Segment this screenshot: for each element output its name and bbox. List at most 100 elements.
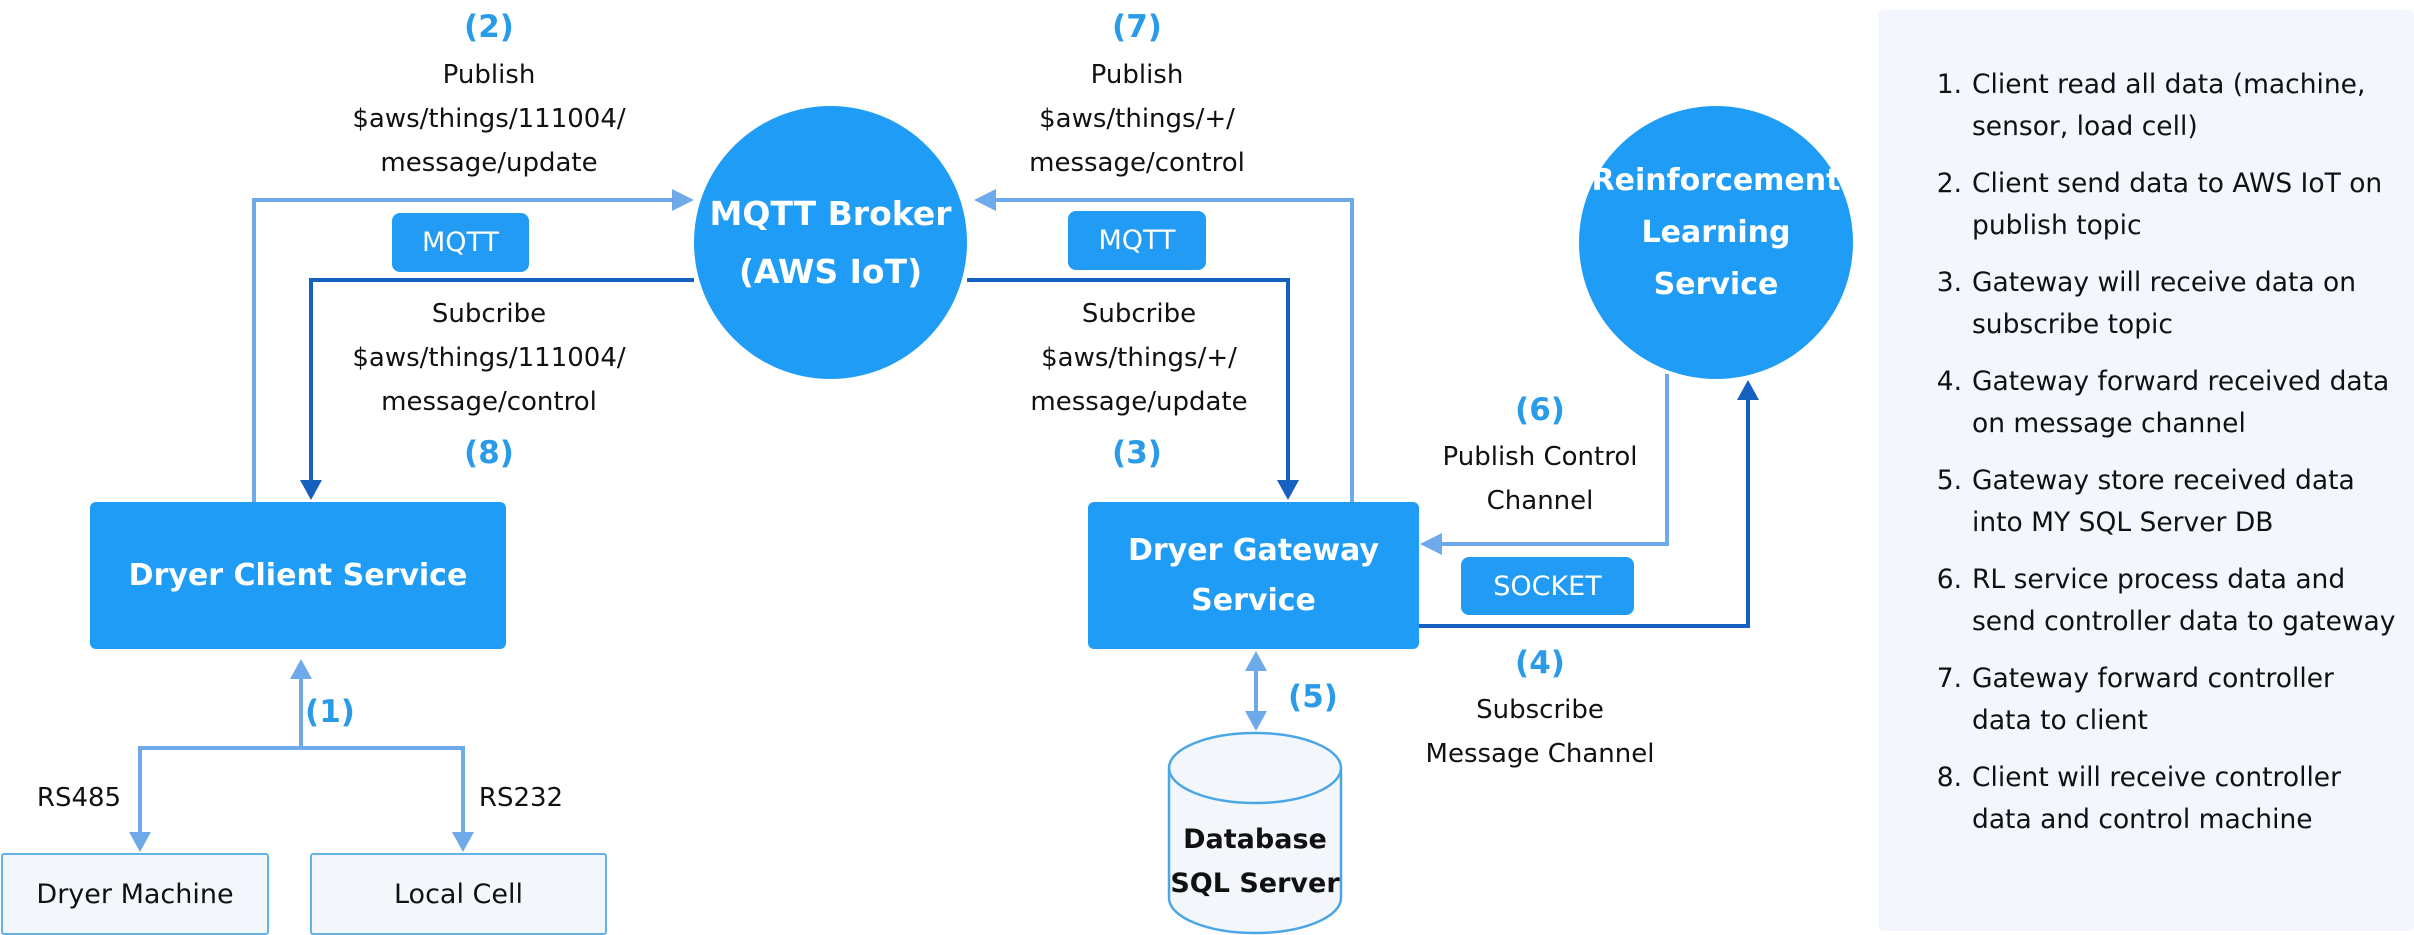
step-item-number: 8. bbox=[1936, 762, 1962, 793]
step-3-topic-a: $aws/things/+/ bbox=[1041, 343, 1237, 373]
step-7-action: Publish bbox=[1090, 60, 1184, 90]
arrow-client-to-broker bbox=[252, 198, 680, 502]
step-8-label: Subcribe $aws/things/111004/ message/con… bbox=[352, 292, 625, 424]
arrow-broker-to-gateway bbox=[967, 278, 1290, 486]
step-2-topic-a: $aws/things/111004/ bbox=[352, 104, 626, 134]
arrowhead-gateway-top bbox=[1277, 480, 1299, 500]
step-item-number: 2. bbox=[1936, 168, 1962, 199]
arrow-rl-to-gateway bbox=[1436, 374, 1669, 546]
dryer-client-service-node[interactable]: Dryer Client Service bbox=[90, 502, 506, 649]
step-6-line2: Channel bbox=[1486, 486, 1594, 516]
mqtt-badge-right-label: MQTT bbox=[1098, 225, 1176, 256]
step-item-text: Gateway store received data into MY SQL … bbox=[1972, 465, 2355, 538]
step-6-line1: Publish Control bbox=[1442, 442, 1638, 472]
step-2-number: (2) bbox=[464, 9, 514, 45]
arrowhead-client-top bbox=[300, 480, 322, 500]
arrowhead-rl-bottom bbox=[1737, 380, 1759, 400]
step-3-number: (3) bbox=[1112, 435, 1162, 471]
step-8-number: (8) bbox=[464, 435, 514, 471]
step-5-number: (5) bbox=[1288, 679, 1338, 715]
database-label: Database SQL Server bbox=[1169, 818, 1341, 906]
rl-title-line2: Learning bbox=[1641, 214, 1791, 250]
step-item: 2. Client send data to AWS IoT on publish… bbox=[1920, 163, 2400, 247]
rl-title-line3: Service bbox=[1653, 266, 1779, 302]
step-7-number: (7) bbox=[1112, 9, 1162, 45]
database-title: Database bbox=[1183, 824, 1327, 855]
rl-service-node[interactable]: Reinforcement Learning Service bbox=[1579, 106, 1853, 379]
step-item-number: 5. bbox=[1936, 465, 1962, 496]
step-item: 3. Gateway will receive data on subscribe… bbox=[1920, 262, 2400, 346]
socket-badge: SOCKET bbox=[1461, 557, 1634, 615]
steps-list: 1. Client read all data (machine, sensor,… bbox=[1920, 64, 2400, 856]
step-2-action: Publish bbox=[442, 60, 536, 90]
rl-title-line1: Reinforcement bbox=[1591, 162, 1841, 198]
client-title: Dryer Client Service bbox=[128, 557, 468, 593]
arrowhead-broker-right bbox=[974, 189, 996, 211]
step-4-label: Subscribe Message Channel bbox=[1426, 688, 1655, 776]
arrowhead-gateway-right bbox=[1420, 533, 1442, 555]
steps-panel bbox=[1878, 10, 2414, 931]
step-7-label: Publish $aws/things/+/ message/control bbox=[1029, 53, 1245, 185]
arrow-broker-to-client bbox=[309, 278, 694, 486]
arrowhead-dryer-machine bbox=[129, 832, 151, 852]
local-cell-node[interactable]: Local Cell bbox=[310, 853, 607, 935]
rs485-label: RS485 bbox=[36, 783, 122, 813]
step-6-label: Publish Control Channel bbox=[1443, 435, 1638, 523]
arrow-gateway-to-broker bbox=[990, 198, 1354, 502]
step-1-number: (1) bbox=[305, 694, 355, 730]
gateway-title-line2: Service bbox=[1191, 582, 1316, 618]
step-item-text: Gateway will receive data on subscribe t… bbox=[1972, 267, 2357, 340]
broker-subtitle: (AWS IoT) bbox=[738, 251, 923, 291]
step-item-number: 3. bbox=[1936, 267, 1962, 298]
step-item-number: 6. bbox=[1936, 564, 1962, 595]
step-7-topic-b: message/control bbox=[1029, 148, 1245, 178]
step-item-text: Client will receive controller data and … bbox=[1972, 762, 2342, 835]
arrowhead-db-top bbox=[1245, 711, 1267, 731]
mqtt-badge-left-label: MQTT bbox=[421, 227, 500, 258]
arrowhead-broker-left bbox=[672, 189, 694, 211]
step-8-topic-b: message/control bbox=[381, 387, 597, 417]
step-item-text: Client send data to AWS IoT on publish t… bbox=[1972, 168, 2383, 241]
step-item: 6. RL service process data and send contr… bbox=[1920, 559, 2400, 643]
step-item-text: RL service process data and send control… bbox=[1972, 564, 2396, 637]
step-2-label: Publish $aws/things/111004/ message/upda… bbox=[352, 53, 625, 185]
step-item: 1. Client read all data (machine, sensor,… bbox=[1920, 64, 2400, 148]
step-item-text: Client read all data (machine, sensor, l… bbox=[1972, 69, 2366, 142]
step-item-number: 1. bbox=[1936, 69, 1962, 100]
step-item-number: 4. bbox=[1936, 366, 1962, 397]
step-item: 8. Client will receive controller data an… bbox=[1920, 757, 2400, 841]
dryer-gateway-service-node[interactable]: Dryer Gateway Service bbox=[1088, 502, 1419, 649]
database-cylinder-top bbox=[1167, 731, 1343, 805]
step-7-topic-a: $aws/things/+/ bbox=[1039, 104, 1235, 134]
dryer-machine-node[interactable]: Dryer Machine bbox=[1, 853, 269, 935]
mqtt-badge-right: MQTT bbox=[1068, 211, 1206, 270]
step-item: 5. Gateway store received data into MY SQ… bbox=[1920, 460, 2400, 544]
step-4-line2: Message Channel bbox=[1425, 739, 1655, 769]
step-item-text: Gateway forward received data on message… bbox=[1972, 366, 2390, 439]
local-cell-label: Local Cell bbox=[393, 878, 524, 910]
database-cylinder bbox=[1167, 768, 1343, 935]
arrow-bus-devices bbox=[138, 746, 465, 836]
step-4-line1: Subscribe bbox=[1476, 695, 1604, 725]
step-item-text: Gateway forward controller data to clien… bbox=[1972, 663, 2334, 736]
step-2-topic-b: message/update bbox=[380, 148, 598, 178]
step-8-topic-a: $aws/things/111004/ bbox=[352, 343, 626, 373]
arrowhead-client-bottom bbox=[290, 659, 312, 679]
step-8-action: Subcribe bbox=[431, 299, 547, 329]
rs232-label: RS232 bbox=[478, 783, 564, 813]
mqtt-broker-node[interactable]: MQTT Broker (AWS IoT) bbox=[694, 106, 967, 379]
step-3-action: Subcribe bbox=[1081, 299, 1197, 329]
broker-title: MQTT Broker bbox=[709, 193, 952, 233]
step-6-number: (6) bbox=[1515, 392, 1565, 428]
arrow-gateway-to-rl bbox=[1419, 396, 1750, 628]
step-item: 4. Gateway forward received data on messa… bbox=[1920, 361, 2400, 445]
mqtt-badge-left: MQTT bbox=[392, 213, 529, 272]
step-item: 7. Gateway forward controller data to cl… bbox=[1920, 658, 2400, 742]
arrowhead-gateway-bottom bbox=[1245, 651, 1267, 671]
arrowhead-local-cell bbox=[452, 832, 474, 852]
step-3-topic-b: message/update bbox=[1030, 387, 1248, 417]
step-4-number: (4) bbox=[1515, 645, 1565, 681]
socket-badge-label: SOCKET bbox=[1493, 570, 1602, 602]
database-subtitle: SQL Server bbox=[1170, 868, 1340, 899]
